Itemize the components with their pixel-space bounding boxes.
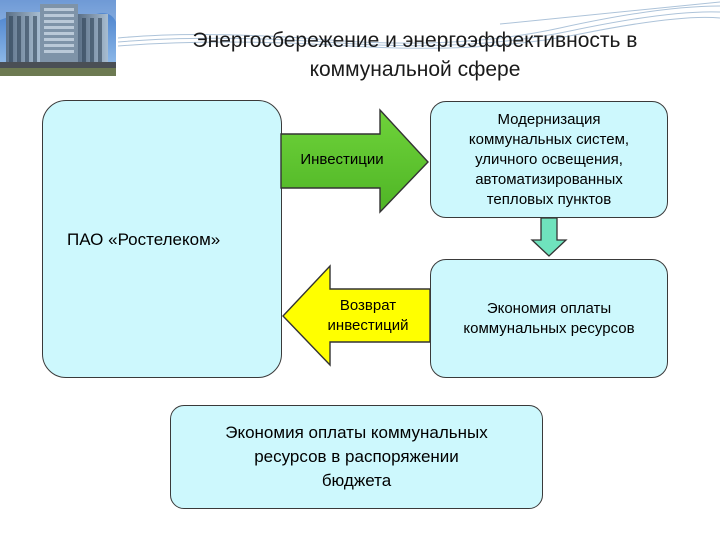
return-arrow <box>282 264 431 367</box>
modernization-box: Модернизация коммунальных систем, улично… <box>430 101 668 218</box>
modernization-line: коммунальных систем, <box>468 130 630 148</box>
decorative-swoosh <box>117 1 720 49</box>
investments-arrow <box>280 108 429 214</box>
return-line: Возврат <box>339 297 397 314</box>
modernization-line: автоматизированных <box>475 170 623 188</box>
modernization-line: уличного освещения, <box>475 150 623 168</box>
return-investments-label: Возврат инвестиций <box>312 296 424 336</box>
return-line: инвестиций <box>327 317 409 334</box>
rostelecom-label: ПАО «Ростелеком» <box>67 230 221 249</box>
economy-line: Экономия оплаты <box>486 299 612 317</box>
title-line-2: коммунальной сфере <box>309 58 521 81</box>
down-arrow <box>530 217 568 257</box>
economy-box: Экономия оплаты коммунальных ресурсов <box>430 259 668 378</box>
modernization-line: тепловых пунктов <box>486 190 612 208</box>
budget-line: Экономия оплаты коммунальных <box>225 423 488 442</box>
page-title: Энергосбережение и энергоэффективность в… <box>120 26 710 84</box>
investments-label: Инвестиции <box>300 151 384 168</box>
budget-line: бюджета <box>321 471 392 490</box>
building-photo <box>0 0 116 76</box>
economy-line: коммунальных ресурсов <box>463 319 635 337</box>
rostelecom-box <box>42 100 282 378</box>
modernization-line: Модернизация <box>497 110 601 128</box>
title-line-1: Энергосбережение и энергоэффективность в <box>192 29 638 52</box>
budget-box: Экономия оплаты коммунальных ресурсов в … <box>170 405 543 509</box>
budget-line: ресурсов в распоряжении <box>254 447 459 466</box>
